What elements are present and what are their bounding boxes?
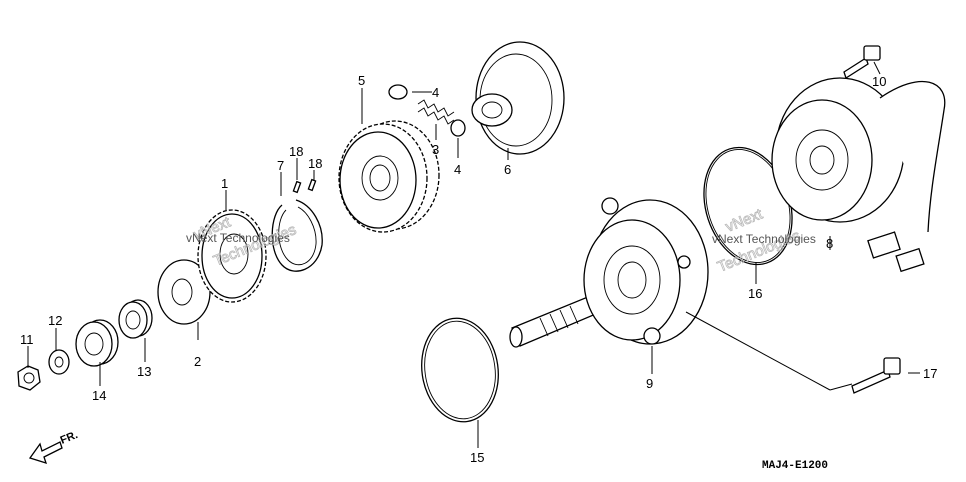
spring-part — [417, 99, 455, 125]
roller-parts — [388, 84, 466, 137]
diagram-code: MAJ4-E1200 — [762, 460, 828, 472]
callout-4: 4 — [432, 85, 439, 100]
bearing-part — [75, 319, 119, 367]
watermark-text: vNext Technologies — [712, 232, 816, 246]
callout-labels: 1 2 3 4 4 5 6 7 8 9 10 11 12 13 14 15 16… — [20, 73, 937, 465]
front-direction-label: FR. — [59, 429, 80, 447]
leader-lines — [27, 61, 920, 448]
callout-2: 2 — [194, 354, 201, 369]
callout-18: 18 — [308, 156, 322, 171]
watermark-text: vNext Technologies — [186, 231, 290, 245]
callout-8: 8 — [826, 236, 833, 251]
callout-17: 17 — [923, 366, 937, 381]
callout-5: 5 — [358, 73, 365, 88]
callout-4: 4 — [454, 162, 461, 177]
collar-part — [118, 299, 153, 339]
snap-ring-part — [271, 199, 323, 272]
bolt-part — [843, 45, 881, 79]
hex-nut-part — [17, 365, 41, 391]
sprocket-gear-part — [197, 209, 267, 303]
pin-parts — [292, 178, 317, 194]
callout-12: 12 — [48, 313, 62, 328]
long-bolt-part — [851, 357, 901, 394]
callout-3: 3 — [432, 142, 439, 157]
callout-18: 18 — [289, 144, 303, 159]
output-shaft-part — [509, 197, 709, 348]
callout-10: 10 — [872, 74, 886, 89]
callout-9: 9 — [646, 376, 653, 391]
callout-11: 11 — [20, 332, 34, 347]
clutch-gear-part — [338, 120, 440, 233]
callout-14: 14 — [92, 388, 106, 403]
callout-6: 6 — [504, 162, 511, 177]
callout-7: 7 — [277, 158, 284, 173]
clutch-outer-part — [471, 41, 565, 155]
callout-13: 13 — [137, 364, 151, 379]
callout-16: 16 — [748, 286, 762, 301]
generator-cover-part — [771, 77, 946, 273]
callout-15: 15 — [470, 450, 484, 465]
callout-1: 1 — [221, 176, 228, 191]
large-o-ring-part — [421, 317, 499, 423]
front-direction-arrow: FR. — [28, 429, 80, 464]
washer-part — [48, 349, 70, 375]
